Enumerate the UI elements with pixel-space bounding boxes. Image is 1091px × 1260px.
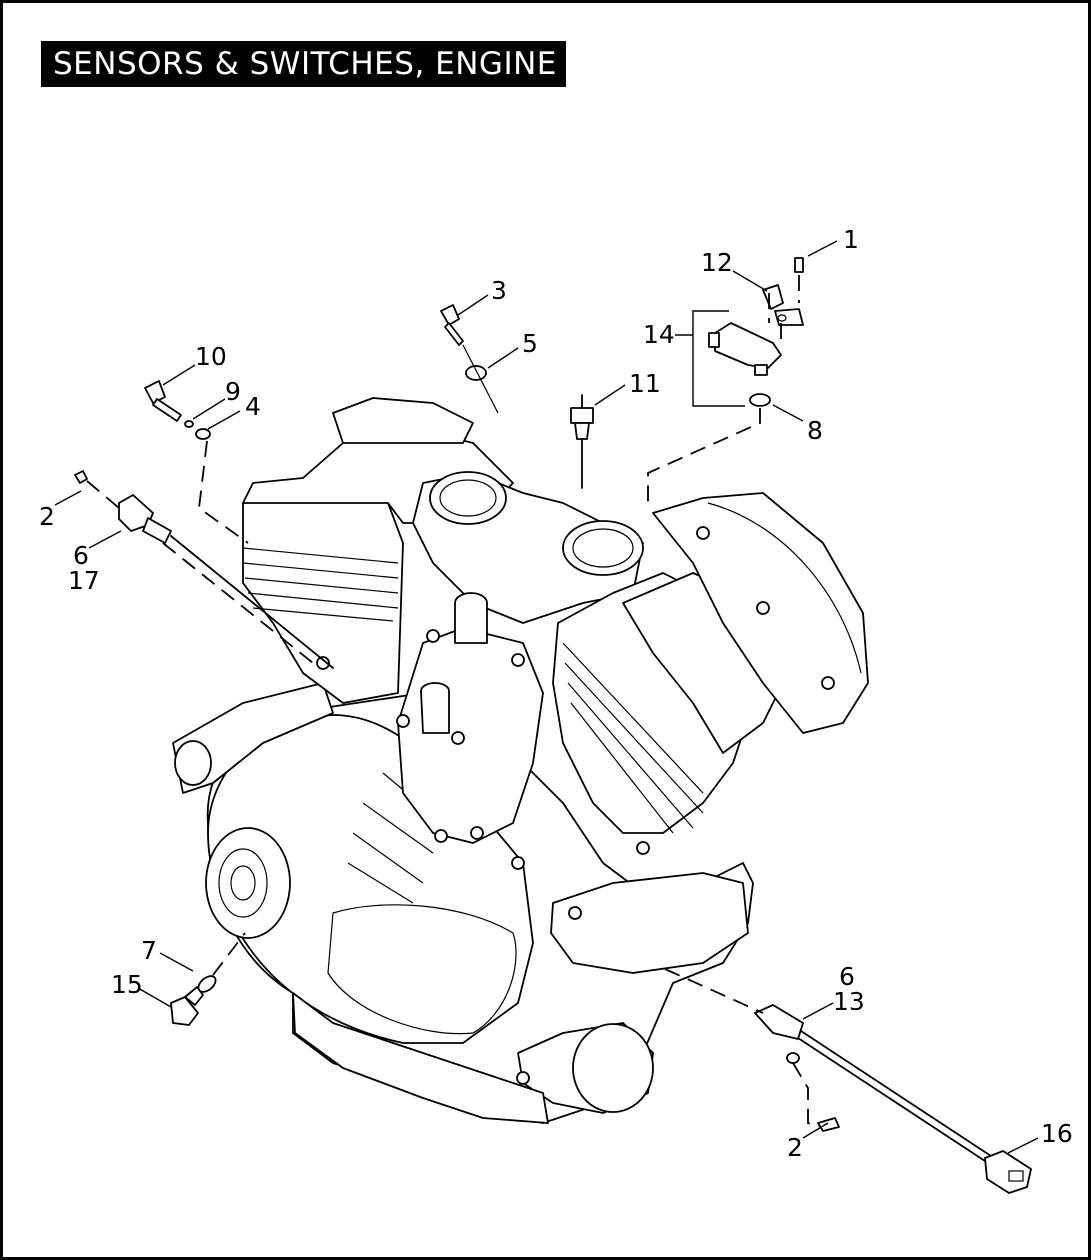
line-3-5: [462, 344, 499, 414]
callout-6-top: 6: [73, 541, 89, 570]
part-10-fitting: [144, 380, 182, 422]
callout-6-bottom: 6: [839, 962, 855, 991]
callout-9: 9: [225, 377, 241, 406]
callout-15: 15: [111, 970, 143, 999]
callout-17: 17: [68, 566, 100, 595]
callout-8: 8: [807, 416, 823, 445]
dashline-6a: [162, 542, 314, 664]
cable-16b: [800, 1030, 992, 1157]
part-14-sensor: [708, 293, 782, 376]
bracket-14: [692, 310, 745, 407]
callout-14: 14: [643, 320, 675, 349]
callout-7: 7: [141, 936, 157, 965]
engine-exploded-view: 1 12 14 8 3 5 11 10 9 4 2 6 17 7 15 6 13…: [39, 225, 1073, 1194]
callout-5: 5: [522, 329, 538, 358]
part-8-oring: [749, 393, 771, 407]
cable-16: [797, 1037, 989, 1164]
part-15-switch: [170, 986, 204, 1026]
part-16-connector: [984, 1150, 1032, 1194]
callout-2-top: 2: [39, 502, 55, 531]
part-6-17-sensor: [118, 494, 172, 544]
callout-2-bottom: 2: [787, 1133, 803, 1162]
dashline-4: [198, 440, 249, 544]
part-5-washer: [465, 365, 487, 381]
dashline-8: [647, 408, 761, 508]
callout-13: 13: [833, 987, 865, 1016]
callout-10: 10: [195, 342, 227, 371]
part-2a-screw: [74, 470, 120, 509]
leader-lines: [54, 240, 1039, 1154]
diagram-title: SENSORS & SWITCHES, ENGINE: [41, 41, 566, 87]
dashline-2b: [792, 1062, 829, 1129]
dashline-7: [212, 932, 246, 976]
part-6-13-sensor: [754, 1004, 804, 1064]
callout-11: 11: [629, 369, 661, 398]
line-6a: [170, 535, 334, 669]
callout-16: 16: [1041, 1119, 1073, 1148]
callout-3: 3: [491, 276, 507, 305]
callout-1: 1: [843, 225, 859, 254]
part-11-sensor: [570, 394, 594, 489]
part-1-screw: [794, 257, 804, 303]
engine-illustration: [172, 397, 869, 1124]
part-3-bolt: [440, 304, 464, 346]
part-4-washer: [195, 428, 211, 440]
part-9-oring: [184, 420, 194, 428]
part-2b-screw: [817, 1117, 840, 1132]
callout-4: 4: [245, 392, 261, 421]
dashline-6b: [664, 968, 764, 1014]
callout-12: 12: [701, 248, 733, 277]
